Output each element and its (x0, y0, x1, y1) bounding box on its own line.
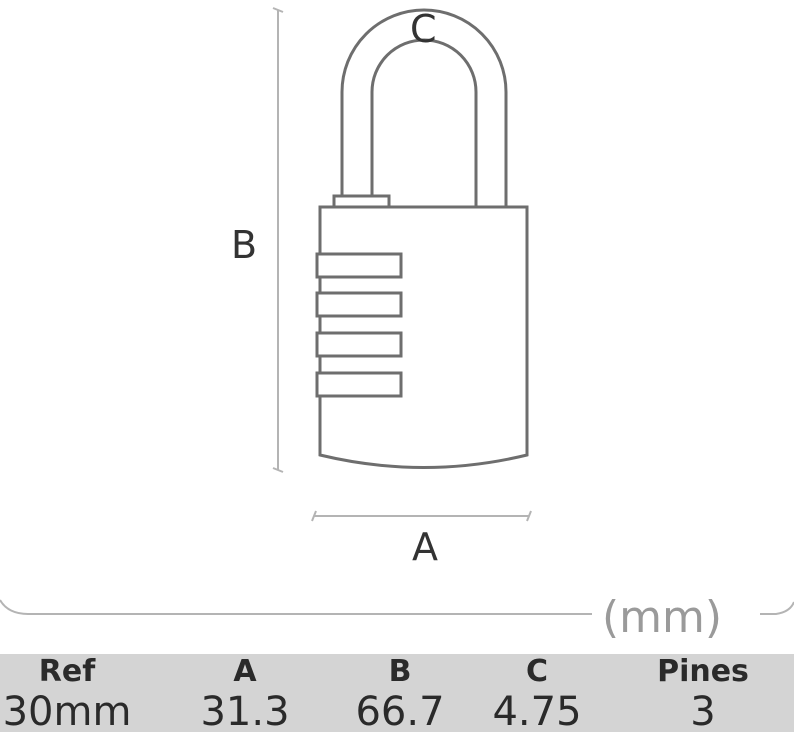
dimension-label-b: B (231, 223, 257, 267)
header-a: A (233, 654, 257, 689)
unit-divider-line-end (760, 601, 794, 615)
header-ref: Ref (38, 654, 96, 689)
spec-table: Ref A B C Pines 30mm 31.3 66.7 4.75 3 (0, 654, 794, 735)
padlock-shackle (340, 8, 508, 208)
dimension-line-b (272, 7, 284, 473)
header-c: C (525, 654, 549, 689)
unit-label: (mm) (602, 592, 722, 643)
combination-wheel (315, 291, 403, 318)
header-b: B (388, 654, 412, 689)
value-c: 4.75 (492, 689, 582, 735)
combination-wheel (315, 252, 403, 279)
dimension-line-a (311, 510, 532, 522)
shackle-collar (332, 194, 391, 209)
dimension-label-c: C (410, 7, 437, 51)
value-ref: 30mm (2, 689, 132, 735)
unit-divider-line (0, 599, 592, 615)
value-pines: 3 (690, 689, 716, 735)
header-pines: Pines (657, 654, 749, 689)
combination-wheel (315, 371, 403, 398)
combination-wheel (315, 331, 403, 358)
value-b: 66.7 (355, 689, 445, 735)
dimension-label-a: A (412, 525, 438, 569)
combination-wheels (315, 252, 403, 398)
value-a: 31.3 (200, 689, 290, 735)
